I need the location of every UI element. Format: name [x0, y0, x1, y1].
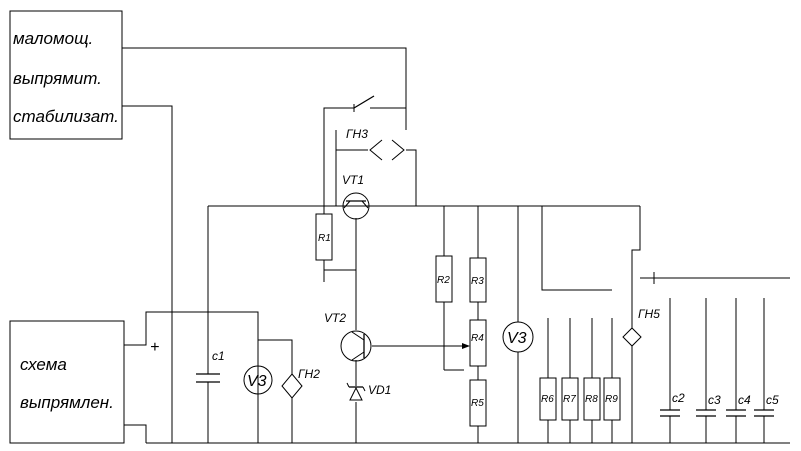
block-lowpower-line1: маломощ. — [13, 29, 93, 48]
label-r5: R5 — [471, 398, 484, 409]
switch-symbol — [353, 95, 375, 112]
label-r7: R7 — [563, 394, 576, 405]
wires — [122, 47, 790, 444]
block-lowpower-line2: выпрямит. — [13, 69, 102, 88]
block-rectifier-line1: схема — [20, 355, 67, 374]
label-gn3: ГН3 — [346, 127, 368, 141]
label-r9: R9 — [605, 394, 618, 405]
capacitor-c1: с1 — [196, 349, 225, 383]
gn2-indicator: ГН2 — [281, 367, 320, 399]
output-capacitors: с2 с3 с4 с5 — [660, 391, 779, 417]
label-r1: R1 — [318, 233, 331, 244]
label-c4: с4 — [738, 393, 751, 407]
label-r4: R4 — [471, 333, 484, 344]
low-power-rectifier-stabilizer-block: маломощ. выпрямит. стабилизат. — [9, 10, 123, 140]
resistor-r2: R2 — [435, 255, 453, 303]
label-r3: R3 — [471, 276, 484, 287]
label-r2: R2 — [437, 275, 450, 286]
label-vd1: VD1 — [368, 383, 391, 397]
label-vt1: VT1 — [342, 173, 364, 187]
resistor-r1: R1 — [315, 213, 333, 261]
label-v3-mid: V3 — [507, 330, 527, 347]
voltmeter-v3-mid: V3 — [502, 321, 534, 353]
label-c5: с5 — [766, 393, 779, 407]
transistor-vt2: VT2 — [324, 311, 372, 362]
transistor-vt1: VT1 — [342, 173, 370, 220]
block-rectifier-line2: выпрямлен. — [20, 393, 114, 412]
gn3-indicator: ГН3 — [346, 127, 405, 161]
label-vt2: VT2 — [324, 311, 346, 325]
resistor-r3: R3 — [469, 257, 487, 303]
label-c1: с1 — [212, 349, 225, 363]
load-resistors: R6 R7 R8 R9 — [539, 377, 621, 421]
label-gn5: ГН5 — [638, 307, 660, 321]
voltmeter-v3-left: V3 — [243, 365, 273, 395]
label-plus: + — [150, 339, 159, 356]
label-r6: R6 — [541, 394, 554, 405]
label-r8: R8 — [585, 394, 598, 405]
rectifier-circuit-block: схема выпрямлен. — [9, 320, 125, 444]
label-c2: с2 — [672, 391, 685, 405]
potentiometer-r4: R4 — [462, 319, 487, 367]
label-v3-left: V3 — [247, 373, 267, 390]
block-lowpower-line3: стабилизат. — [13, 107, 119, 126]
resistor-r5: R5 — [469, 379, 487, 427]
gn5-indicator: ГН5 — [622, 307, 660, 347]
label-gn2: ГН2 — [298, 367, 320, 381]
label-c3: с3 — [708, 393, 721, 407]
zener-diode-vd1: VD1 — [346, 382, 391, 401]
